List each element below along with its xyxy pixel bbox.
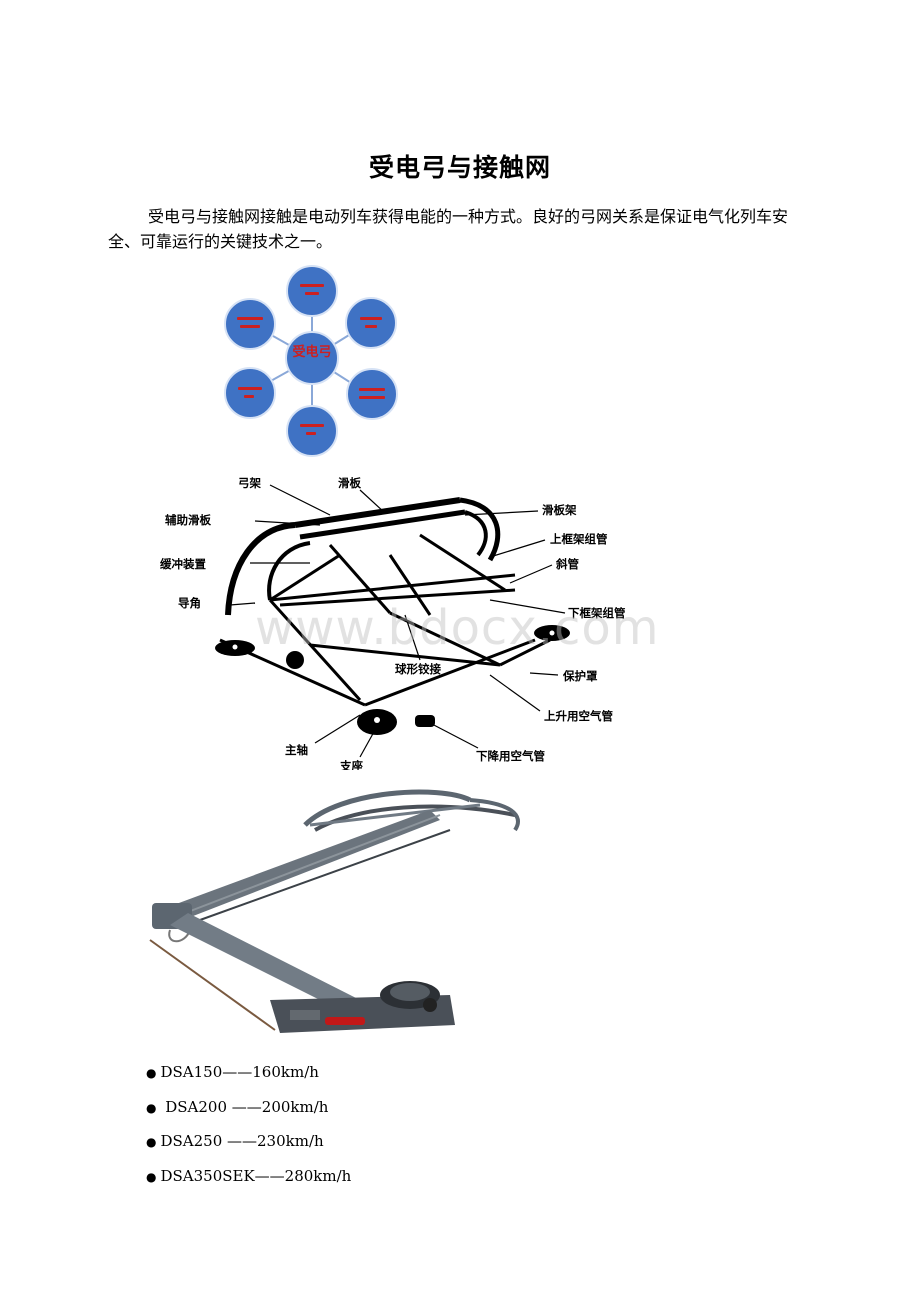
label-xieguan: 斜管 [555,557,579,571]
label-shangsheng: 上升用空气管 [544,709,613,723]
label-xiakuangjia: 下框架组管 [568,606,626,620]
bubble-center-label: 受电弓 [292,344,331,360]
list-item: ●DSA150——160km/h [146,1060,351,1095]
label-zhuzhou: 主轴 [285,743,308,757]
spec-text: DSA350SEK——280km/h [160,1166,352,1185]
label-qiuxing: 球形铰接 [395,662,441,676]
label-gongjia: 弓架 [238,476,261,490]
bullet: ● [146,1135,157,1149]
label-baohuzhao: 保护罩 [562,669,598,683]
pantograph-bubble-diagram: 受电弓 [215,262,405,458]
pantograph-labeled-diagram: 弓架 滑板 辅助滑板 滑板架 上框架组管 斜管 缓冲装置 导角 下框架组管 球形… [160,465,680,773]
label-shangkuangjia: 上框架组管 [550,532,608,546]
label-huabanjia: 滑板架 [542,503,577,517]
spec-text: DSA200 ——200km/h [160,1097,329,1116]
label-huaban: 滑板 [338,476,361,490]
label-fuzhu-huaban: 辅助滑板 [165,513,211,527]
label-huanchong: 缓冲装置 [160,557,206,571]
spec-text: DSA250 ——230km/h [160,1132,324,1150]
label-xiajiang: 下降用空气管 [476,749,545,763]
intro-paragraph: 受电弓与接触网接触是电动列车获得电能的一种方式。良好的弓网关系是保证电气化列车安… [108,207,789,251]
bullet: ● [146,1100,157,1115]
list-item: ● DSA200 ——200km/h [146,1095,351,1130]
spec-list: ●DSA150——160km/h ● DSA200 ——200km/h ●DSA… [146,1060,351,1198]
pantograph-photo [140,785,530,1045]
page-title: 受电弓与接触网 [368,153,551,182]
list-item: ●DSA350SEK——280km/h [146,1164,351,1199]
label-zhizuo: 支座 [339,759,363,770]
spec-text: DSA150——160km/h [160,1063,319,1081]
watermark: www.bdocx.com [255,600,660,656]
list-item: ●DSA250 ——230km/h [146,1129,351,1164]
label-daojiao: 导角 [178,596,201,610]
bullet: ● [146,1066,157,1080]
bullet: ● [146,1169,157,1184]
